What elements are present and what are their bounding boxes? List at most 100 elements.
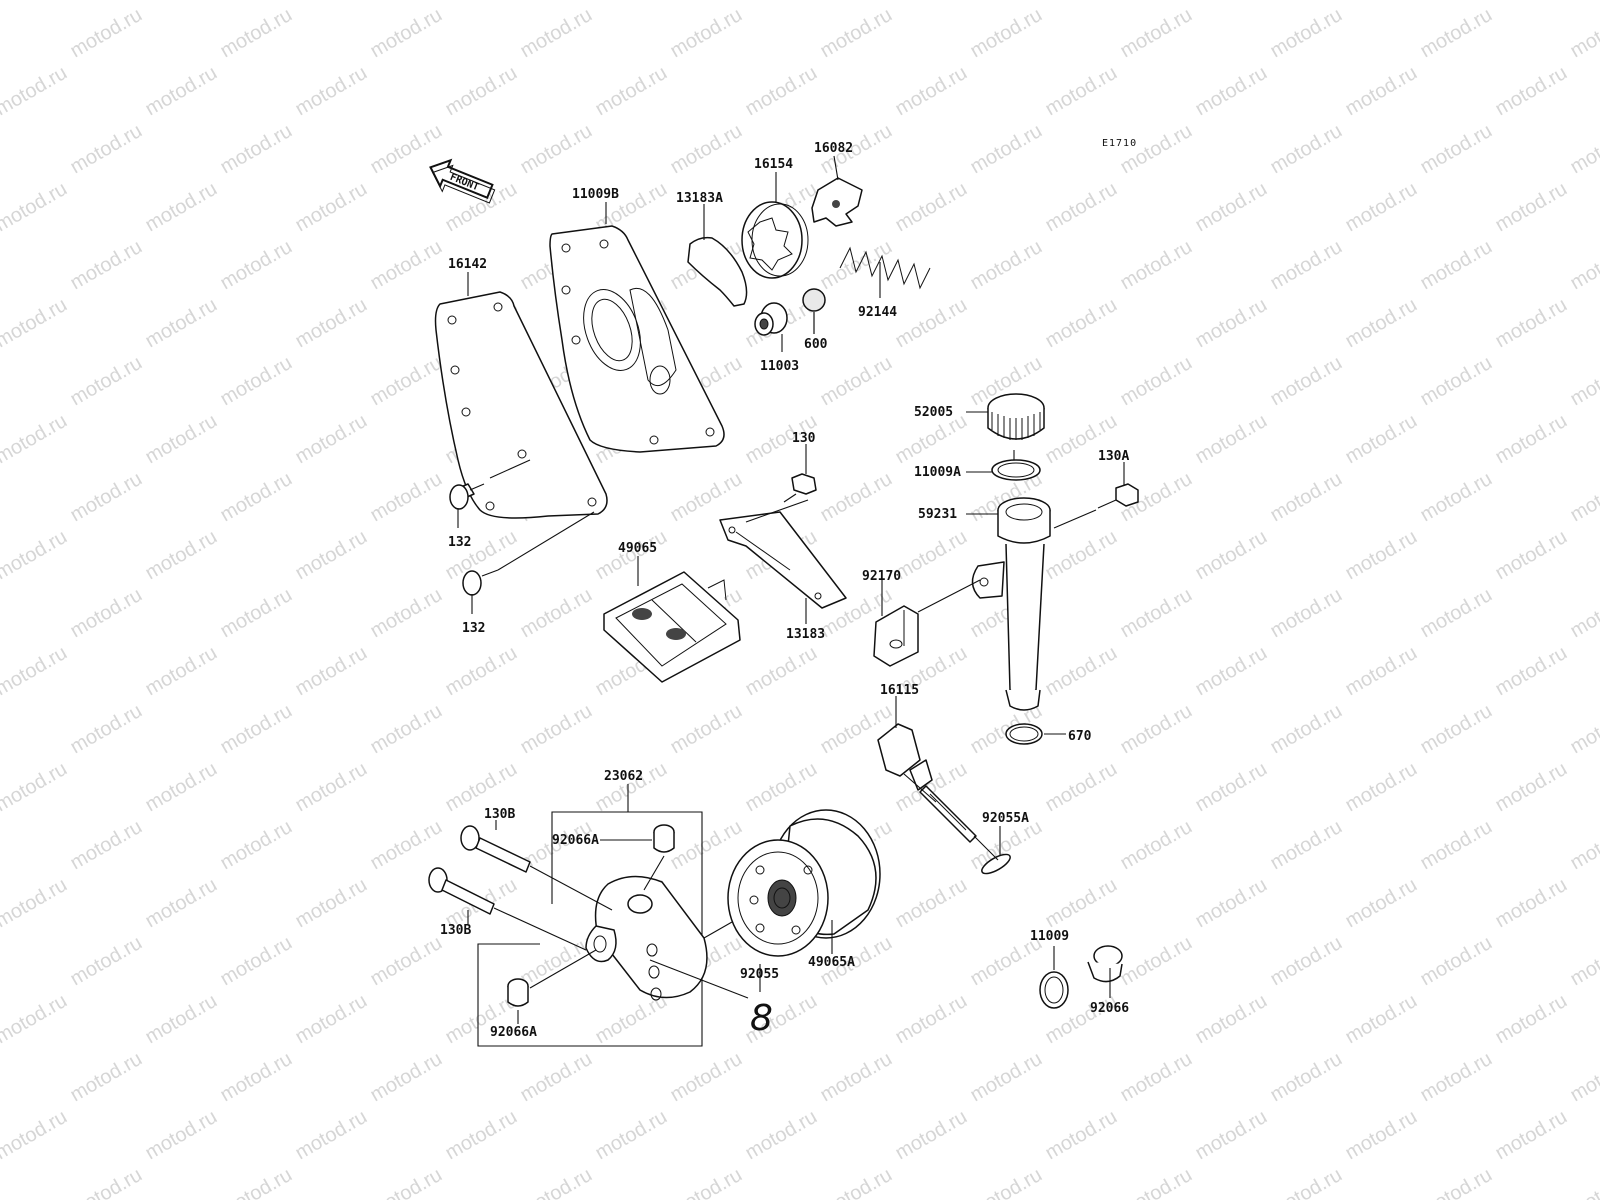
watermark-text: motod.ru	[1417, 816, 1496, 875]
watermark-text: motod.ru	[1192, 990, 1271, 1049]
watermark-text: motod.ru	[0, 62, 71, 121]
watermark-text: motod.ru	[892, 874, 971, 933]
watermark-text: motod.ru	[1417, 352, 1496, 411]
watermark-text: motod.ru	[1192, 0, 1271, 4]
watermark-text: motod.ru	[1042, 62, 1121, 121]
watermark-text: motod.ru	[67, 816, 146, 875]
watermark-text: motod.ru	[517, 932, 596, 991]
watermark-text: motod.ru	[367, 932, 446, 991]
watermark-text: motod.ru	[967, 120, 1046, 179]
watermark-text: motod.ru	[1567, 4, 1600, 63]
rotor-16154	[741, 201, 809, 279]
bolt-132-bottom	[462, 569, 499, 596]
gasket-16142	[434, 291, 608, 519]
bolt-130b-bottom	[428, 867, 495, 915]
watermark-text: motod.ru	[1492, 178, 1571, 237]
watermark-text: motod.ru	[292, 294, 371, 353]
watermark-text: motod.ru	[142, 1106, 221, 1165]
watermark-text: motod.ru	[1492, 410, 1571, 469]
watermark-text: motod.ru	[1342, 642, 1421, 701]
watermark-text: motod.ru	[1492, 526, 1571, 585]
watermark-text: motod.ru	[967, 1048, 1046, 1107]
label-600: 600	[804, 337, 828, 352]
label-130b-bottom: 130B	[440, 923, 471, 938]
watermark-text: motod.ru	[1342, 294, 1421, 353]
label-92066a-top: 92066A	[552, 833, 599, 848]
watermark-text: motod.ru	[1342, 1106, 1421, 1165]
watermark-text: motod.ru	[1192, 294, 1271, 353]
watermark-text: motod.ru	[1342, 758, 1421, 817]
watermark-text: motod.ru	[1417, 932, 1496, 991]
watermark-text: motod.ru	[292, 642, 371, 701]
watermark-text: motod.ru	[1567, 584, 1600, 643]
watermark-text: motod.ru	[742, 62, 821, 121]
watermark-text: motod.ru	[817, 1164, 896, 1200]
watermark-text: motod.ru	[142, 874, 221, 933]
label-11003: 11003	[760, 359, 799, 374]
label-13183: 13183	[786, 627, 825, 642]
watermark-text: motod.ru	[1192, 526, 1271, 585]
watermark-text: motod.ru	[1117, 1164, 1196, 1200]
watermark-text: motod.ru	[1192, 178, 1271, 237]
watermark-text: motod.ru	[217, 700, 296, 759]
watermark-text: motod.ru	[892, 62, 971, 121]
watermark-text: motod.ru	[1417, 120, 1496, 179]
watermark-text: motod.ru	[1042, 642, 1121, 701]
watermark-text: motod.ru	[667, 700, 746, 759]
watermark-text: motod.ru	[1192, 642, 1271, 701]
watermark-text: motod.ru	[1417, 468, 1496, 527]
watermark-text: motod.ru	[817, 468, 896, 527]
inner-rotor-16082	[811, 177, 863, 227]
watermark-text: motod.ru	[0, 758, 71, 817]
watermark-text: motod.ru	[1117, 932, 1196, 991]
watermark-text: motod.ru	[1417, 1048, 1496, 1107]
watermark-text: motod.ru	[1267, 932, 1346, 991]
switch-16115	[877, 723, 977, 843]
watermark-text: motod.ru	[292, 990, 371, 1049]
watermark-text: motod.ru	[367, 584, 446, 643]
label-59231: 59231	[918, 507, 957, 522]
label-52005: 52005	[914, 405, 953, 420]
label-132-top: 132	[448, 535, 471, 550]
watermark-text: motod.ru	[517, 4, 596, 63]
watermark-text: motod.ru	[367, 4, 446, 63]
watermark-text: motod.ru	[292, 758, 371, 817]
watermark-text: motod.ru	[1192, 410, 1271, 469]
watermark-text: motod.ru	[967, 4, 1046, 63]
watermark-text: motod.ru	[0, 294, 71, 353]
watermark-text: motod.ru	[217, 352, 296, 411]
gasket-11009b	[549, 225, 725, 453]
watermark-text: motod.ru	[1042, 294, 1121, 353]
label-16082: 16082	[814, 141, 853, 156]
watermark-text: motod.ru	[1042, 178, 1121, 237]
watermark-text: motod.ru	[592, 1106, 671, 1165]
watermark-text: motod.ru	[142, 642, 221, 701]
watermark-text: motod.ru	[1567, 120, 1600, 179]
watermark-text: motod.ru	[292, 62, 371, 121]
watermark-text: motod.ru	[892, 526, 971, 585]
watermark-text: motod.ru	[142, 410, 221, 469]
watermark-text: motod.ru	[442, 642, 521, 701]
watermark-text: motod.ru	[1342, 0, 1421, 4]
watermark-text: motod.ru	[217, 816, 296, 875]
watermark-text: motod.ru	[1042, 0, 1121, 4]
plug-92066a-top	[653, 824, 675, 853]
watermark-text: motod.ru	[0, 1106, 71, 1165]
watermark-text: motod.ru	[67, 236, 146, 295]
watermark-text: motod.ru	[142, 758, 221, 817]
watermark-text: motod.ru	[0, 0, 71, 4]
plate-13183	[719, 511, 847, 609]
watermark-text: motod.ru	[1117, 120, 1196, 179]
label-11009a: 11009A	[914, 465, 961, 480]
watermark-text: motod.ru	[592, 0, 671, 4]
label-49065: 49065	[618, 541, 657, 556]
watermark-text: motod.ru	[67, 1048, 146, 1107]
watermark-text: motod.ru	[0, 410, 71, 469]
label-92055: 92055	[740, 967, 779, 982]
label-13183a: 13183A	[676, 191, 723, 206]
watermark-text: motod.ru	[1492, 758, 1571, 817]
oring-92055a	[981, 853, 1011, 875]
watermark-text: motod.ru	[1117, 1048, 1196, 1107]
watermark-text: motod.ru	[1417, 1164, 1496, 1200]
leader-lines	[457, 155, 1125, 1024]
